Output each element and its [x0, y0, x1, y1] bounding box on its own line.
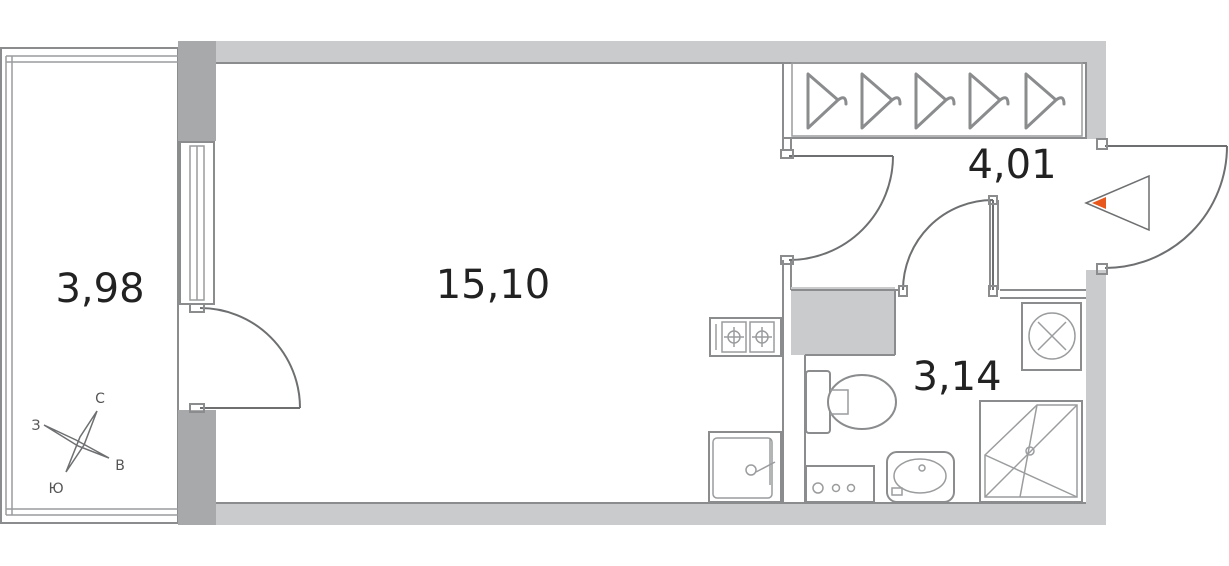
partitions	[782, 62, 1087, 503]
burner-icon	[752, 327, 772, 347]
hall-area-label: 4,01	[967, 142, 1056, 188]
hanger-icon	[968, 72, 1010, 130]
living-area-label: 15,10	[436, 262, 551, 308]
compass-east: В	[115, 458, 125, 474]
compass-south: Ю	[48, 481, 63, 497]
hanger-icon	[914, 72, 956, 130]
living-room-door[interactable]	[780, 149, 894, 265]
compass-star-icon	[43, 410, 110, 473]
balcony-window	[179, 141, 215, 305]
washing-machine	[805, 465, 875, 503]
entrance-marker-icon	[1084, 174, 1150, 232]
hanger-icon	[806, 72, 848, 130]
balcony-door[interactable]	[189, 303, 301, 413]
balcony	[0, 47, 179, 524]
compass-west: З	[32, 418, 41, 434]
shower-cabin	[979, 400, 1083, 503]
bathroom-sink	[886, 451, 955, 503]
hanger-icon	[1024, 72, 1066, 130]
burner-icon	[724, 327, 744, 347]
ventilation-icon	[1021, 302, 1082, 371]
hanger-icon	[860, 72, 902, 130]
stove	[709, 317, 782, 357]
compass-rose: С В Ю З	[32, 391, 125, 497]
toilet	[805, 370, 897, 434]
outer-walls	[178, 41, 1106, 525]
wardrobe	[806, 72, 1066, 130]
entrance-door[interactable]	[1096, 138, 1228, 275]
bathroom-area-label: 3,14	[912, 354, 1001, 400]
bathroom-door[interactable]	[898, 195, 998, 297]
compass-north: С	[95, 391, 105, 407]
balcony-area-label: 3,98	[55, 266, 144, 312]
kitchen-sink	[708, 431, 782, 503]
